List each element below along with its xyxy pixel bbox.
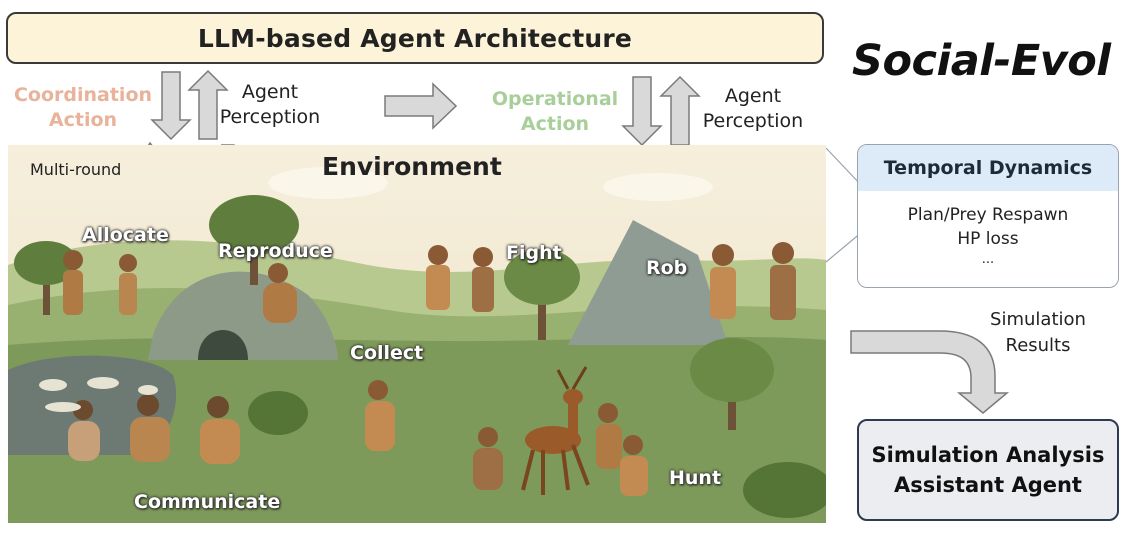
perception-left-line1: Agent [241, 81, 299, 103]
coordination-line1: Coordination [13, 84, 153, 106]
cave-paintings [39, 377, 158, 412]
deer [521, 366, 590, 495]
coordination-down-arrow [150, 71, 192, 141]
temporal-connector-bottom [825, 231, 863, 263]
temporal-item: Plan/Prey Respawn [907, 205, 1069, 225]
action-reproduce: Reproduce [218, 240, 333, 262]
bush [743, 462, 826, 518]
people-figures [63, 242, 796, 496]
multi-round-label: Multi-round [30, 160, 122, 179]
temporal-item: ... [981, 252, 995, 267]
analysis-line1: Simulation Analysis [871, 443, 1105, 467]
perception-right-line2: Perception [702, 110, 804, 132]
action-fight: Fight [506, 242, 562, 264]
architecture-header: LLM-based Agent Architecture [6, 12, 824, 64]
analysis-line2: Assistant Agent [894, 473, 1082, 497]
perception-left-line2: Perception [219, 106, 321, 128]
environment-illustration [8, 145, 826, 523]
operational-action-label: Operational Action [488, 87, 622, 137]
operational-down-arrow [621, 76, 663, 147]
temporal-dynamics-box: Temporal Dynamics Plan/Prey Respawn HP l… [857, 144, 1119, 288]
tree [14, 241, 78, 315]
temporal-item: HP loss [957, 229, 1019, 249]
temporal-dynamics-items: Plan/Prey Respawn HP loss ... [858, 203, 1118, 269]
brand-title: Social-Evol [852, 36, 1111, 86]
cloud [268, 167, 388, 199]
action-communicate: Communicate [134, 491, 281, 513]
perception-right-line1: Agent [724, 85, 782, 107]
action-allocate: Allocate [82, 224, 169, 246]
cave-opening [198, 330, 248, 360]
agent-perception-left: Agent Perception [218, 80, 322, 130]
simulation-results-line2: Results [1005, 335, 1071, 356]
temporal-connector-top [825, 147, 863, 187]
environment-title: Environment [322, 152, 502, 181]
coordination-action-label: Coordination Action [10, 83, 156, 133]
coordination-line2: Action [48, 109, 118, 131]
simulation-analysis-box: Simulation Analysis Assistant Agent [857, 419, 1119, 521]
temporal-dynamics-title: Temporal Dynamics [858, 145, 1118, 191]
tree [209, 195, 299, 285]
cloud [603, 173, 713, 201]
operational-line1: Operational [491, 88, 619, 110]
agent-perception-right: Agent Perception [700, 84, 806, 134]
action-collect: Collect [350, 342, 424, 364]
tree [690, 338, 774, 430]
operational-line2: Action [520, 113, 590, 135]
bush [248, 391, 308, 435]
perception-up-arrow-right [659, 75, 701, 146]
architecture-title: LLM-based Agent Architecture [197, 23, 633, 53]
right-arrow [384, 82, 458, 130]
simulation-results-label: Simulation Results [978, 307, 1098, 359]
simulation-results-line1: Simulation [990, 309, 1086, 330]
action-hunt: Hunt [669, 467, 722, 489]
rock-mountain [568, 220, 728, 345]
action-rob: Rob [646, 257, 688, 279]
simulation-results-arrow [850, 330, 1010, 414]
perception-up-arrow-left [187, 69, 229, 140]
tree [504, 249, 580, 340]
